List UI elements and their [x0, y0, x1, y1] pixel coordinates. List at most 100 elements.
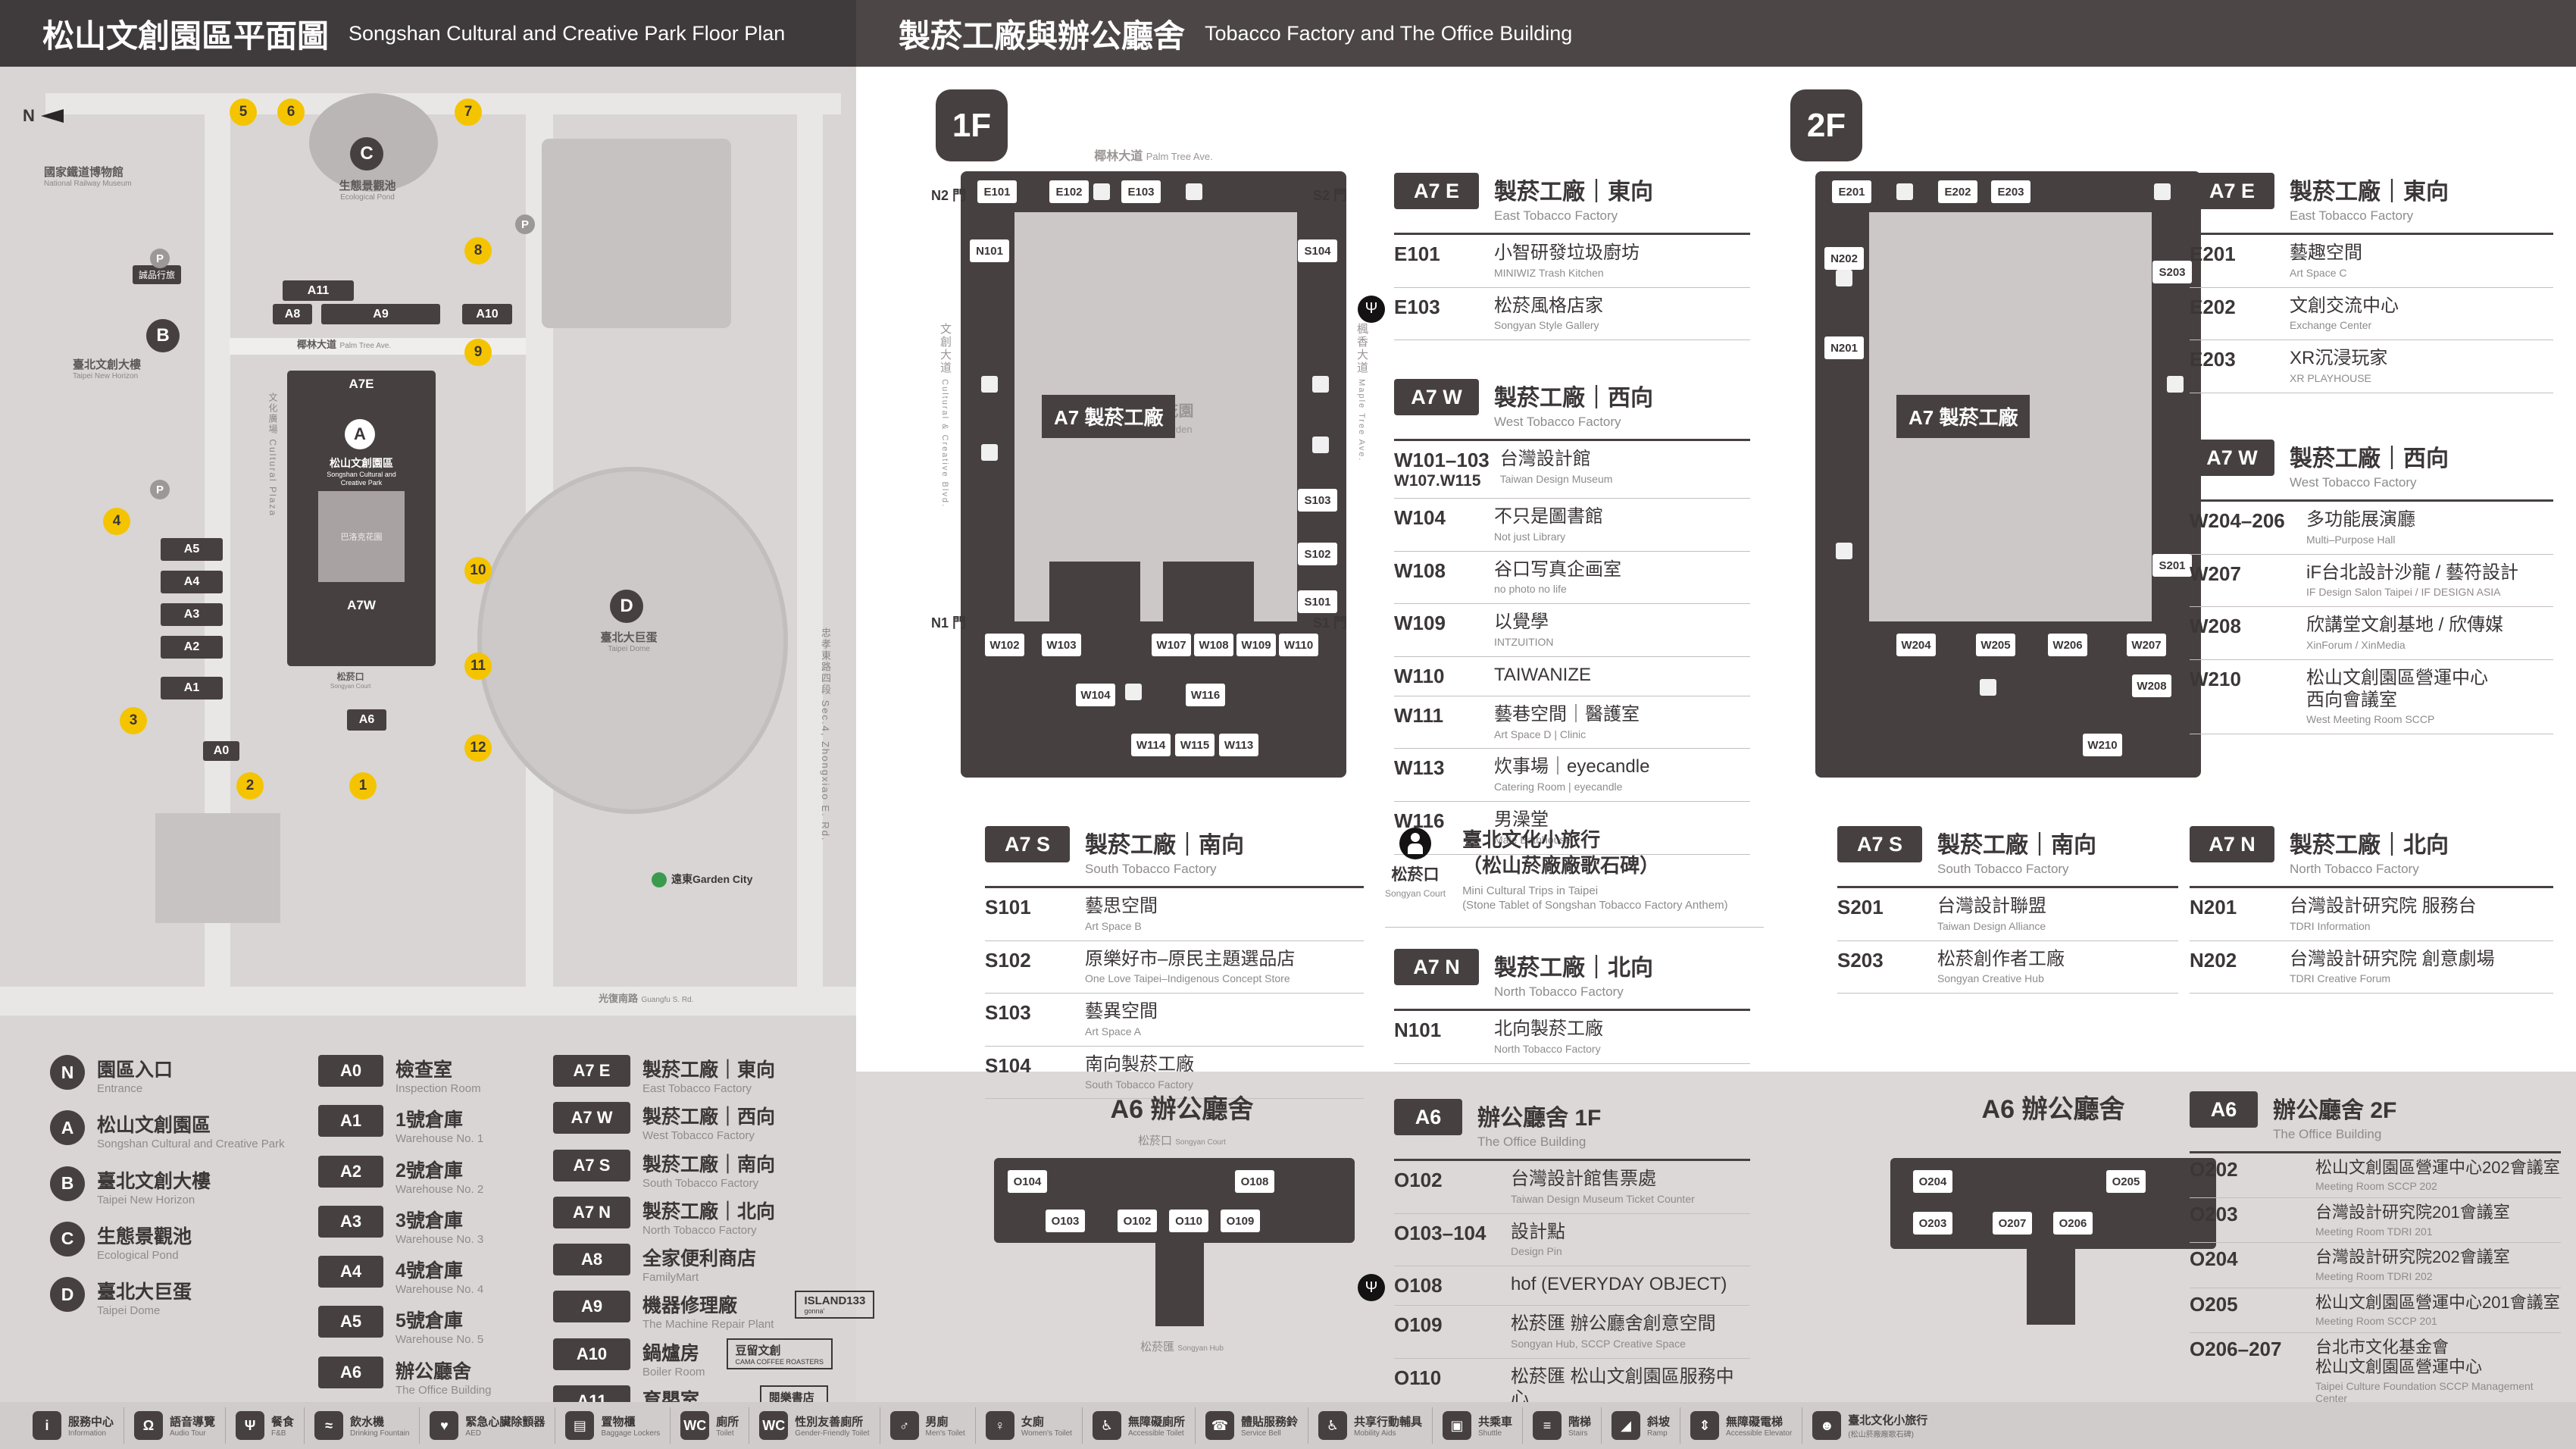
room-id: W113 [1394, 756, 1445, 780]
room-id: N201 [2190, 896, 2237, 919]
room-name-zh: 原樂好市–原民主題選品店 [1085, 948, 1296, 969]
room-id: W101–103 [1394, 449, 1490, 471]
section-tag: A6 [1394, 1099, 1462, 1135]
room-row: O109 松菸匯 辦公廳舍創意空間 Songyan Hub, SCCP Crea… [1394, 1306, 1750, 1359]
facility-item: ▤ 置物櫃 Baggage Lockers [555, 1407, 670, 1444]
legend-building-tag: A8 [553, 1244, 630, 1275]
facility-en: Women's Toilet [1021, 1429, 1072, 1438]
legend-zh: 2號倉庫 [395, 1160, 463, 1181]
block-a7n-2f: A7 N 製菸工廠｜北向 North Tobacco Factory N201 … [2190, 826, 2553, 994]
room-row: W113 炊事場｜eyecandle Catering Room | eyeca… [1394, 749, 1750, 802]
maple-ave-label: 楓香大道 Maple Tree Ave. [1355, 323, 1368, 462]
room-w113: W113 [1219, 734, 1258, 756]
legend-row: C 生態景觀池 Ecological Pond [50, 1221, 285, 1262]
room-w108: W108 [1194, 634, 1233, 656]
legend-marker: C [50, 1221, 85, 1257]
legend-building-tag: A10 [553, 1338, 630, 1370]
legend-zh: 4號倉庫 [395, 1260, 463, 1282]
acc_toilet-icon: ♿ [1092, 1411, 1121, 1440]
legend-building-tag: A3 [318, 1205, 383, 1238]
room-o109: O109 [1221, 1210, 1260, 1232]
room-row: O204 台灣設計研究院202會議室 Meeting Room TDRI 202 [2190, 1243, 2561, 1288]
room-id: S103 [985, 1001, 1031, 1025]
room-id: E103 [1394, 295, 1440, 318]
stairs-icon: ≡ [1533, 1411, 1562, 1440]
room-row: S203 松菸創作者工廠 Songyan Creative Hub [1837, 941, 2178, 994]
room-row: O203 台灣設計研究院201會議室 Meeting Room TDRI 201 [2190, 1198, 2561, 1244]
room-w206: W206 [2048, 634, 2087, 656]
section-tag: A6 [2190, 1091, 2258, 1128]
room-row: W208 欣講堂文創基地 / 欣傳媒 XinForum / XinMedia [2190, 607, 2553, 660]
legend-row: A9 機器修理廠 The Machine Repair Plant ISLAND… [553, 1291, 875, 1332]
facility-icon [1312, 376, 1329, 393]
room-row: W104 不只是圖書館 Not just Library [1394, 499, 1750, 552]
trip-icon: ☻ [1812, 1411, 1842, 1440]
entrance-11: 11 [464, 653, 492, 680]
header-park: 松山文創園區平面圖 Songshan Cultural and Creative… [0, 0, 856, 67]
parking-icon: P [150, 480, 170, 499]
facility-item: ≈ 飲水機 Drinking Fountain [304, 1407, 419, 1444]
legend-en: Warehouse No. 1 [395, 1132, 484, 1146]
zhongxiao-road-label: 忠孝東路四段 Sec.4, Zhongxiao E. Rd. [820, 627, 831, 842]
entrance-4: 4 [103, 508, 130, 535]
a6-map-title-1f: A6 辦公廳舍 [1110, 1095, 1254, 1124]
facility-en: Service Bell [1240, 1429, 1281, 1438]
songyan-court-icon [1399, 828, 1432, 859]
room-id: E203 [2190, 348, 2236, 371]
room-o205: O205 [2106, 1170, 2146, 1193]
legend-building-tag: A7 S [553, 1149, 630, 1181]
room-e203: E203 [1991, 180, 2030, 203]
marker-d: D [610, 590, 643, 623]
baroque-garden-small: 巴洛克花園 [318, 491, 405, 582]
facility-icon [1980, 679, 1996, 696]
block-a7w-2f: A7 W 製菸工廠｜西向 West Tobacco Factory W204–2… [2190, 440, 2553, 735]
room-w205: W205 [1976, 634, 2015, 656]
room-name-zh: 男澡堂 [1494, 809, 1549, 830]
room-id: O109 [1394, 1313, 1443, 1337]
room-id: N202 [2190, 948, 2237, 972]
block-a7n-1f: A7 N 製菸工廠｜北向 North Tobacco Factory N101 … [1394, 949, 1750, 1064]
facility-icon [1093, 183, 1110, 200]
legend-en: Taipei New Horizon [97, 1193, 195, 1206]
section-tag: A7 S [1837, 826, 1922, 862]
room-row: S103 藝異空間 Art Space A [985, 994, 1364, 1047]
park-overview-map: N 國家鐵道博物館 National Railway Museum C 生態景觀… [0, 67, 856, 1046]
legend-en: The Machine Repair Plant [642, 1318, 774, 1332]
entrance-12: 12 [464, 734, 492, 762]
room-name-en: Exchange Center [2290, 319, 2372, 332]
room-n201: N201 [1824, 336, 1864, 359]
room-w107: W107 [1152, 634, 1191, 656]
room-id: E202 [2190, 295, 2236, 318]
room-name-en: INTZUITION [1494, 635, 1554, 648]
legend-en: Warehouse No. 5 [395, 1333, 484, 1347]
legend-warehouses: A0 檢查室 Inspection Room A1 1號倉庫 Warehouse… [318, 1055, 491, 1397]
room-id: S104 [985, 1053, 1031, 1077]
room-name-zh: 藝巷空間｜醫護室 [1494, 703, 1640, 724]
a7w-label: A7W [347, 598, 376, 612]
room-name-en: Not just Library [1494, 530, 1566, 543]
room-name-zh: 松菸匯 松山文創園區服務中心 [1511, 1366, 1734, 1409]
park-name-en2: Creative Park [340, 479, 383, 487]
elevator-icon: ⇕ [1690, 1411, 1720, 1440]
facility-icon [2154, 183, 2171, 200]
room-w207: W207 [2127, 634, 2166, 656]
room-name-zh: 谷口写真企画室 [1494, 559, 1621, 580]
room-name-zh: iF台北設計沙龍 / 藝符設計 [2306, 562, 2518, 583]
room-name-zh: 南向製菸工廠 [1085, 1053, 1194, 1075]
room-e103: E103 [1121, 180, 1161, 203]
room-id-2: W107.W115 [1394, 472, 1481, 490]
marker-c: C [350, 137, 383, 171]
room-row: E203 XR沉浸玩家 XR PLAYHOUSE [2190, 340, 2553, 393]
legend-row: B 臺北文創大樓 Taipei New Horizon [50, 1166, 285, 1206]
legend-en: Boiler Room [642, 1365, 705, 1379]
room-name-zh: 台灣設計研究院201會議室 [2315, 1203, 2510, 1222]
legend-building-tag: A0 [318, 1055, 383, 1087]
legend-building-tag: A7 N [553, 1196, 630, 1228]
room-w103: W103 [1042, 634, 1081, 656]
room-name-zh: 藝思空間 [1085, 896, 1158, 916]
room-name-zh2: 西向會議室 [2306, 689, 2397, 710]
room-o203: O203 [1913, 1212, 1952, 1235]
room-s102: S102 [1298, 543, 1337, 565]
room-o102: O102 [1118, 1210, 1157, 1232]
gate-s2: S2 門 [1313, 188, 1348, 203]
